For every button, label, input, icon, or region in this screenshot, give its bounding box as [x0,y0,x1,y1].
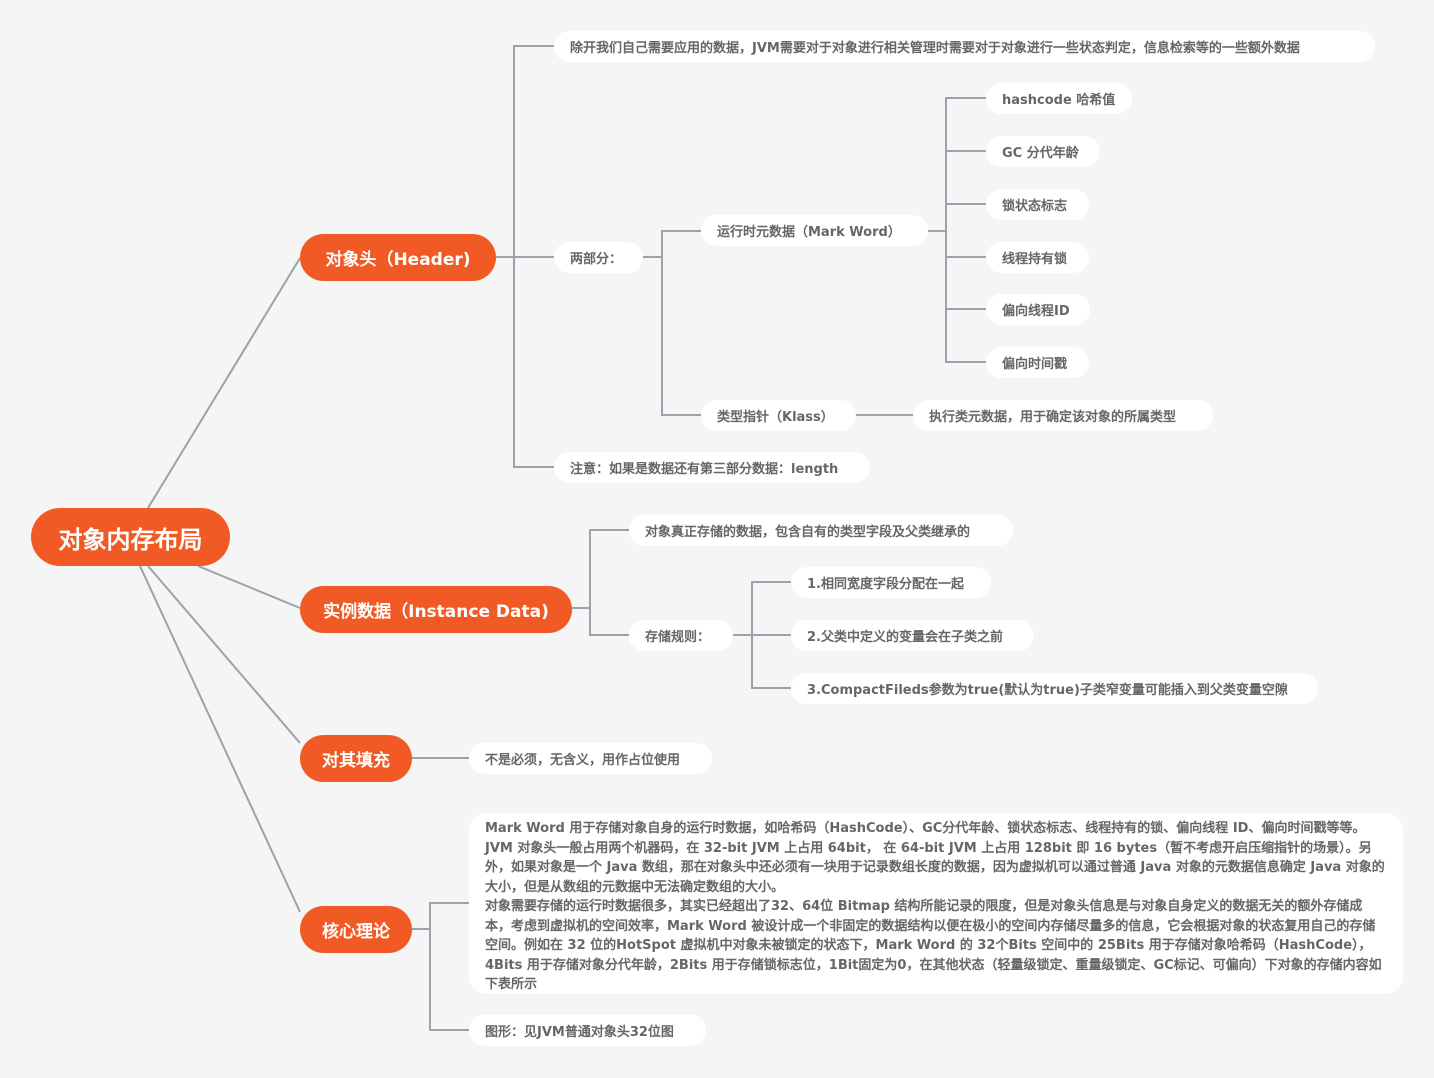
core-theory-text[interactable]: Mark Word 用于存储对象自身的运行时数据，如哈希码（HashCode）、… [469,813,1403,994]
instance-data-node[interactable]: 实例数据（Instance Data) [300,586,572,633]
mark-word-item-bias-timestamp[interactable]: 偏向时间戳 [986,347,1089,378]
padding-node[interactable]: 对其填充 [300,735,412,782]
header-desc[interactable]: 除开我们自己需要应用的数据，JVM需要对于对象进行相关管理时需要对于对象进行一些… [554,31,1375,62]
mark-word-item-thread-lock[interactable]: 线程持有锁 [986,242,1089,273]
instance-desc[interactable]: 对象真正存储的数据，包含自有的类型字段及父类继承的 [629,515,1013,546]
core-figure-note[interactable]: 图形：见JVM普通对象头32位图 [469,1015,706,1046]
mark-word-item-bias-thread[interactable]: 偏向线程ID [986,294,1090,325]
core-theory-node[interactable]: 核心理论 [300,906,412,953]
storage-rule-1[interactable]: 1.相同宽度字段分配在一起 [791,567,991,598]
two-parts-node[interactable]: 两部分： [554,242,643,273]
padding-desc[interactable]: 不是必须，无含义，用作占位使用 [469,743,712,774]
mark-word-item-lock-flag[interactable]: 锁状态标志 [986,189,1089,220]
klass-node[interactable]: 类型指针（Klass） [701,400,856,431]
mark-word-item-gc-age[interactable]: GC 分代年龄 [986,136,1100,167]
mark-word-item-hashcode[interactable]: hashcode 哈希值 [986,83,1132,114]
storage-rule-2[interactable]: 2.父类中定义的变量会在子类之前 [791,620,1034,651]
header-node[interactable]: 对象头（Header) [300,234,496,281]
storage-rules-node[interactable]: 存储规则： [629,620,733,651]
mark-word-node[interactable]: 运行时元数据（Mark Word） [701,215,928,246]
header-note[interactable]: 注意：如果是数据还有第三部分数据：length [554,452,870,483]
core-theory-paragraph-2: 对象需要存储的运行时数据很多，其实已经超出了32、64位 Bitmap 结构所能… [485,899,1382,992]
klass-desc[interactable]: 执行类元数据，用于确定该对象的所属类型 [913,400,1213,431]
root-node[interactable]: 对象内存布局 [31,508,230,566]
core-theory-paragraph-1: Mark Word 用于存储对象自身的运行时数据，如哈希码（HashCode）、… [485,821,1385,895]
storage-rule-3[interactable]: 3.CompactFileds参数为true(默认为true)子类窄变量可能插入… [791,673,1318,704]
